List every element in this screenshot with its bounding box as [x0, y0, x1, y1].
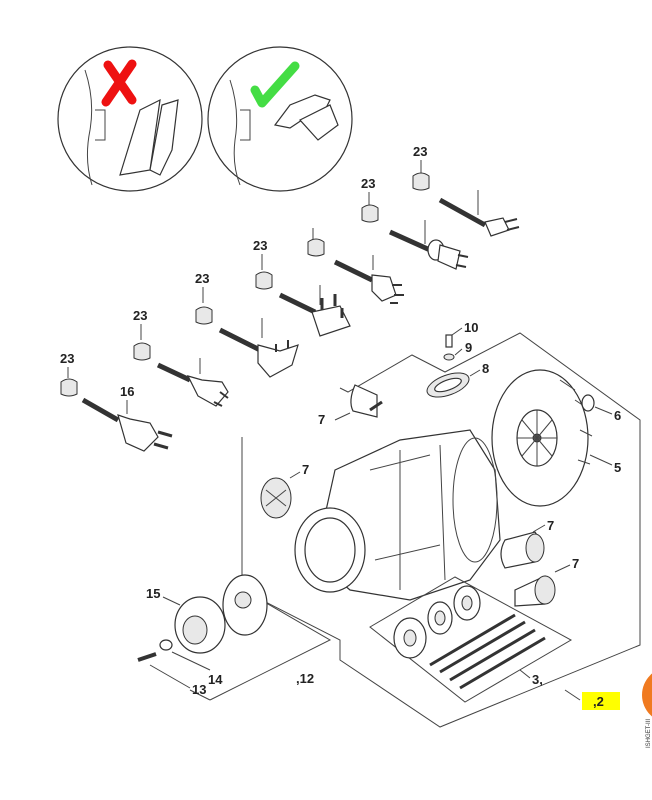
ring-6: 6 — [581, 394, 621, 423]
callout-23: 23 — [195, 271, 209, 286]
callout-14: 14 — [208, 672, 223, 687]
cord-variant-4: 23 — [253, 238, 351, 337]
cord-clip-icon — [60, 378, 78, 397]
callout-23: 23 — [133, 308, 147, 323]
cord-clip-icon — [133, 342, 151, 361]
motor-housing — [294, 429, 501, 601]
bushing-7-right-2: 7 — [514, 556, 579, 607]
bushing-7-left: 7 — [260, 462, 309, 519]
callout-6: 6 — [614, 408, 621, 423]
callout-23: 23 — [60, 351, 74, 366]
plug-icon — [484, 217, 510, 237]
callout-16: 16 — [120, 384, 134, 399]
clutch-cover — [222, 574, 268, 636]
callout-12: ,12 — [296, 671, 314, 686]
cord-variant-7: 23 16 — [60, 351, 173, 452]
cord-variant-1: 23 — [412, 144, 520, 237]
callout-7: 7 — [318, 412, 325, 427]
callout-5: 5 — [614, 460, 621, 475]
bushing-7-top: 7 — [318, 384, 383, 427]
cord-clip-icon — [307, 238, 325, 257]
callout-2-highlight: ,2 — [564, 689, 620, 710]
plug-icon — [186, 375, 229, 407]
gasket-8: 8 — [426, 361, 489, 398]
washer-9: 9 — [443, 340, 472, 361]
bearing-kit-3: 3, — [369, 576, 573, 703]
pulley-kit-12: ,12 15 14 13 — [137, 574, 332, 701]
callout-7: 7 — [302, 462, 309, 477]
cord-variant-2: 23 — [361, 176, 469, 270]
plug-icon — [257, 344, 299, 378]
cord-variant-6: 23 — [133, 308, 229, 407]
washer-14: 14 — [159, 639, 223, 687]
cord-variant-3 — [307, 228, 404, 304]
detail-correct-installation — [207, 46, 353, 192]
cord-variant-5: 23 — [195, 271, 299, 378]
callout-3: 3, — [532, 672, 543, 687]
detail-wrong-installation — [57, 46, 203, 192]
screw-10: 10 — [445, 320, 478, 348]
callout-23: 23 — [253, 238, 267, 253]
callout-7: 7 — [547, 518, 554, 533]
callout-23: 23 — [413, 144, 427, 159]
schuko-plug-icon — [117, 414, 159, 452]
callout-23: 23 — [361, 176, 375, 191]
callout-7: 7 — [572, 556, 579, 571]
screw-13: 13 — [137, 652, 206, 697]
bushing-7-right-1: 7 — [500, 518, 554, 569]
cord-clip-icon — [255, 271, 273, 290]
plug-icon — [311, 305, 351, 337]
callout-13: 13 — [192, 682, 206, 697]
plug-icon — [371, 274, 397, 302]
wrong-x-icon — [101, 59, 137, 107]
fan-5: 5 — [491, 369, 621, 507]
callout-9: 9 — [465, 340, 472, 355]
side-code: ISHGET-III — [646, 719, 652, 748]
cord-clip-icon — [412, 172, 430, 191]
callout-10: 10 — [464, 320, 478, 335]
motor-kit-outline — [241, 332, 641, 728]
cord-clip-icon — [361, 204, 379, 223]
pulley-15: 15 — [146, 586, 226, 654]
callout-2: ,2 — [593, 694, 604, 709]
accent-circle — [642, 673, 652, 717]
check-icon — [250, 61, 300, 108]
callout-15: 15 — [146, 586, 160, 601]
callout-8: 8 — [482, 361, 489, 376]
cord-clip-icon — [195, 306, 213, 325]
